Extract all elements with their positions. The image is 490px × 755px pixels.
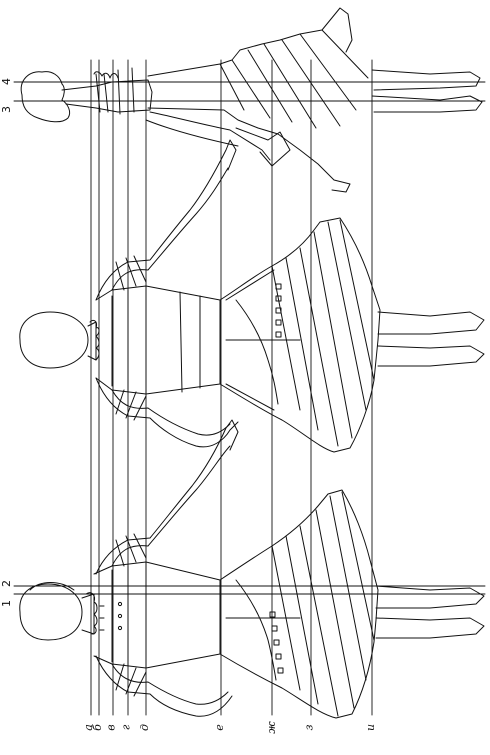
figure-number-3: 3 bbox=[0, 106, 13, 113]
guide-label-g: г bbox=[119, 724, 133, 731]
guide-label-v: в bbox=[104, 724, 118, 731]
figure-number-4: 4 bbox=[0, 78, 13, 85]
figure-number-2: 2 bbox=[0, 580, 13, 587]
detail-head bbox=[19, 583, 83, 641]
guide-label-d: д bbox=[137, 724, 151, 731]
figure-front-view bbox=[19, 139, 485, 453]
front-head bbox=[19, 311, 89, 369]
figure-side-view bbox=[20, 7, 483, 193]
guide-label-e: е bbox=[212, 724, 226, 731]
figure-number-1: 1 bbox=[0, 600, 13, 607]
reference-lines bbox=[13, 81, 486, 595]
guide-label-i: и bbox=[364, 723, 378, 732]
guide-label-zh: ж bbox=[264, 721, 278, 734]
guide-label-b: б bbox=[90, 724, 104, 731]
side-head bbox=[20, 71, 71, 123]
guide-label-z: з bbox=[302, 724, 316, 731]
figure-detail-view bbox=[19, 419, 485, 719]
